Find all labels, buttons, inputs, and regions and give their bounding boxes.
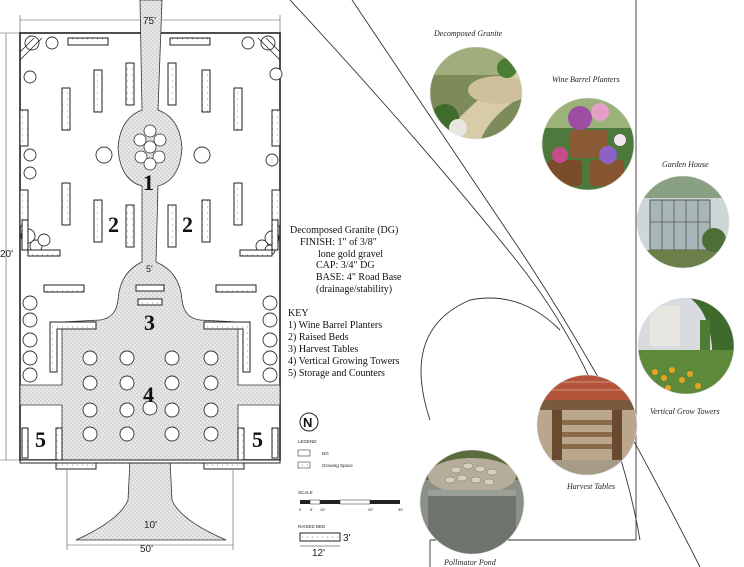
- storage-counters: [19, 427, 281, 470]
- wine-barrel-photo: Wine Barrel Planters: [541, 75, 635, 191]
- key-item: 2) Raised Beds: [288, 332, 349, 343]
- dg-spec-note: Decomposed Granite (DG) FINISH: 1" of 3/…: [290, 225, 402, 295]
- raised-bed-title: RAISED BED: [298, 524, 326, 529]
- zone-2-right-label: 2: [182, 212, 193, 237]
- vertical-towers-photo: Vertical Grow Towers: [637, 297, 735, 416]
- vertical-towers-caption: Vertical Grow Towers: [650, 407, 720, 416]
- top-width-dimension: 75': [143, 16, 156, 27]
- scale-tick: 5': [310, 507, 313, 512]
- vertical-towers: [82, 350, 219, 442]
- legend-growing-label: Growing Space: [322, 463, 353, 468]
- dg-title: Decomposed Granite (DG): [290, 225, 398, 236]
- zone-3-label: 3: [144, 310, 155, 335]
- north-arrow: N: [299, 412, 319, 432]
- path-width-dimension: 5': [146, 264, 153, 274]
- dg-finish-cont: lone gold gravel: [318, 249, 383, 260]
- legend-title: LEGEND: [298, 439, 317, 444]
- dg-base-cont: (drainage/stability): [316, 284, 392, 295]
- site-plan: 1 2 2 3 4 5 5 75' 20' 5' 10' 50': [0, 0, 283, 555]
- pollinator-pond-photo: Pollinator Pond: [419, 449, 525, 567]
- dg-finish: FINISH: 1" of 3/8": [300, 237, 377, 248]
- scale-tick: 30': [398, 507, 403, 512]
- key-item: 4) Vertical Growing Towers: [288, 356, 400, 367]
- scale-tick: 0: [299, 507, 302, 512]
- scale-title: SCALE: [298, 490, 313, 495]
- legend-dg-label: DG: [322, 451, 329, 456]
- harvest-tables-caption: Harvest Tables: [566, 482, 615, 491]
- raised-bed-detail: RAISED BED 3' 12': [298, 524, 351, 559]
- pollinator-pond-caption: Pollinator Pond: [443, 558, 497, 567]
- zone-5-left-label: 5: [35, 427, 46, 452]
- scale-bar: SCALE 0 5' 10' 20' 30': [298, 490, 403, 512]
- raised-bed-length: 12': [312, 548, 325, 559]
- key-item: 3) Harvest Tables: [288, 344, 358, 355]
- zone-2-left-label: 2: [108, 212, 119, 237]
- zone-1-label: 1: [143, 170, 154, 195]
- bottom-width-dimension: 50': [140, 544, 153, 555]
- entry-path: [75, 459, 227, 541]
- key-title: KEY: [288, 308, 309, 319]
- raised-bed-width: 3': [343, 533, 351, 544]
- zone-4-label: 4: [143, 382, 154, 407]
- scale-tick: 20': [368, 507, 373, 512]
- dg-cap: CAP: 3/4" DG: [316, 260, 375, 271]
- decomposed-granite-photo: Decomposed Granite: [429, 29, 523, 140]
- key: KEY 1) Wine Barrel Planters 2) Raised Be…: [288, 308, 400, 379]
- raised-beds: [19, 62, 281, 248]
- legend: LEGEND DG Growing Space: [297, 439, 353, 469]
- key-item: 5) Storage and Counters: [288, 368, 385, 379]
- wine-barrel-caption: Wine Barrel Planters: [552, 75, 620, 84]
- north-arrow-label: N: [303, 415, 312, 430]
- garden-house-caption: Garden House: [662, 160, 709, 169]
- dg-base: BASE: 4" Road Base: [316, 272, 402, 283]
- left-height-dimension: 20': [0, 249, 13, 260]
- key-item: 1) Wine Barrel Planters: [288, 320, 382, 331]
- harvest-tables-photo: Harvest Tables: [536, 374, 638, 491]
- zone-5-right-label: 5: [252, 427, 263, 452]
- decomposed-granite-caption: Decomposed Granite: [433, 29, 503, 38]
- scale-tick: 10': [320, 507, 325, 512]
- garden-house-photo: Garden House: [636, 160, 730, 269]
- entry-width-dimension: 10': [144, 520, 157, 531]
